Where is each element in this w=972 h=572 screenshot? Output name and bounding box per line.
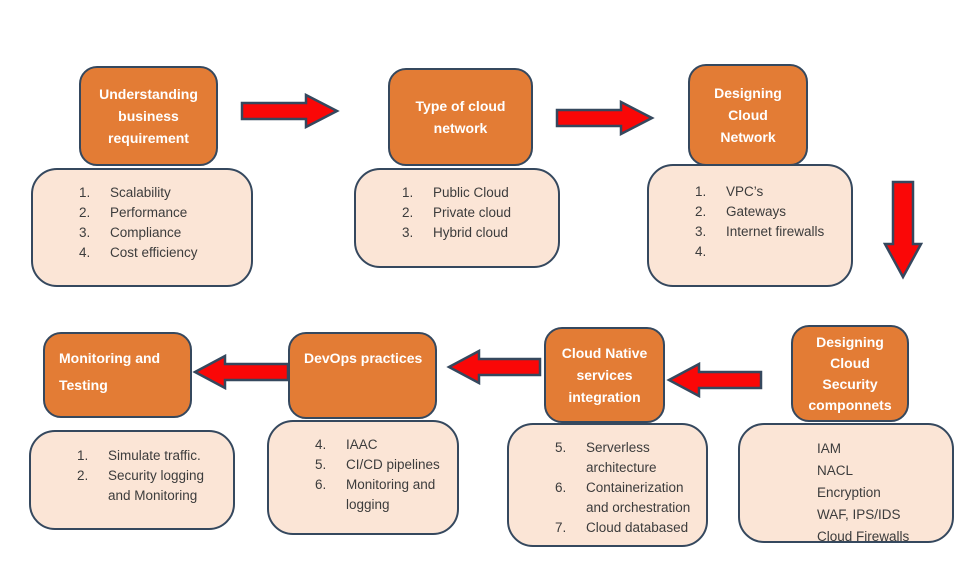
- step3-title-box: Designing Cloud Network: [688, 64, 808, 166]
- list-item: 2. Performance: [79, 203, 243, 223]
- list-item-text: Cloud Firewalls: [817, 529, 910, 544]
- step7-list: 1. Simulate traffic. 2. Security logging…: [31, 432, 233, 506]
- list-item-number: 1.: [77, 448, 89, 463]
- list-item-number: 3.: [79, 225, 91, 240]
- step6-title: DevOps practices: [304, 350, 423, 366]
- step7-detail-box: 1. Simulate traffic. 2. Security logging…: [29, 430, 235, 530]
- list-item-number: 4.: [79, 245, 91, 260]
- list-item: 1. Simulate traffic.: [77, 446, 225, 466]
- list-item-text: Compliance: [110, 225, 182, 240]
- list-item-text: [726, 242, 843, 262]
- step5-detail-box: 5. Serverless architecture 6. Containeri…: [507, 423, 708, 547]
- flow-arrow-left-2: [446, 349, 542, 385]
- list-item: 1. Public Cloud: [402, 183, 550, 203]
- list-item-text: Encryption: [817, 485, 881, 500]
- step5-title-box: Cloud Native services integration: [544, 327, 665, 423]
- flow-arrow-left-1: [666, 362, 763, 398]
- step7-title: Monitoring and Testing: [59, 350, 161, 393]
- list-item-text: Cost efficiency: [110, 245, 198, 260]
- list-item: 7. Cloud databased: [555, 518, 698, 538]
- list-item-number: 1.: [695, 184, 707, 199]
- step4-list: IAM NACL Encryption WAF, IPS/IDS Cloud F…: [740, 425, 952, 548]
- step1-list: 1. Scalability 2. Performance 3. Complia…: [33, 170, 251, 263]
- list-item: 5. CI/CD pipelines: [315, 455, 449, 475]
- list-item-number: 2.: [77, 468, 89, 483]
- step2-title: Type of cloud network: [415, 98, 506, 136]
- step1-title-box: Understanding business requirement: [79, 66, 218, 166]
- list-item-number: 5.: [555, 440, 567, 455]
- step6-list: 4. IAAC 5. CI/CD pipelines 6. Monitoring…: [269, 422, 457, 515]
- list-item-text: Performance: [110, 205, 188, 220]
- flow-arrow-right-1: [240, 93, 340, 129]
- list-item-text: Scalability: [110, 185, 171, 200]
- flow-arrow-right-2: [555, 100, 655, 136]
- list-item-number: 3.: [695, 224, 707, 239]
- step3-title: Designing Cloud Network: [714, 85, 782, 145]
- list-item: 6. Containerization and orchestration: [555, 478, 698, 518]
- list-item: 4.: [695, 242, 843, 262]
- list-item-number: 5.: [315, 457, 327, 472]
- step4-detail-box: IAM NACL Encryption WAF, IPS/IDS Cloud F…: [738, 423, 954, 544]
- list-item: 4. Cost efficiency: [79, 243, 243, 263]
- list-item-text: Containerization and orchestration: [586, 480, 691, 515]
- list-item-number: 4.: [315, 437, 327, 452]
- list-item-text: IAAC: [346, 437, 378, 452]
- list-item: 5. Serverless architecture: [555, 438, 698, 478]
- list-item: 6. Monitoring and logging: [315, 475, 449, 515]
- step1-title: Understanding business requirement: [99, 86, 198, 146]
- list-item: 3. Internet firewalls: [695, 222, 843, 242]
- list-item-text: Serverless architecture: [586, 440, 657, 475]
- step4-title-box: Designing Cloud Security componnets: [791, 325, 909, 422]
- step3-list: 1. VPC’s 2. Gateways 3. Internet firewal…: [649, 166, 851, 262]
- step6-title-box: DevOps practices: [288, 332, 437, 419]
- list-item-text: Internet firewalls: [726, 224, 825, 239]
- step1-detail-box: 1. Scalability 2. Performance 3. Complia…: [31, 168, 253, 287]
- list-item-text: Security logging and Monitoring: [108, 468, 205, 503]
- list-item-number: 4.: [695, 244, 707, 259]
- list-item: 3. Compliance: [79, 223, 243, 243]
- list-item-number: 6.: [555, 480, 567, 495]
- list-item: 2. Private cloud: [402, 203, 550, 223]
- list-item-text: CI/CD pipelines: [346, 457, 440, 472]
- list-item-text: VPC’s: [726, 184, 764, 199]
- list-item-text: NACL: [817, 463, 854, 478]
- list-item-number: 3.: [402, 225, 414, 240]
- step6-detail-box: 4. IAAC 5. CI/CD pipelines 6. Monitoring…: [267, 420, 459, 535]
- list-item-text: Monitoring and logging: [346, 477, 436, 512]
- list-item: 1. VPC’s: [695, 182, 843, 202]
- list-item-text: Private cloud: [433, 205, 512, 220]
- step2-list: 1. Public Cloud 2. Private cloud 3. Hybr…: [356, 170, 558, 243]
- step4-title: Designing Cloud Security componnets: [808, 333, 892, 413]
- list-item: 1. Scalability: [79, 183, 243, 203]
- list-item: 3. Hybrid cloud: [402, 223, 550, 243]
- list-item-text: Cloud databased: [586, 520, 689, 535]
- list-item-text: Simulate traffic.: [108, 448, 201, 463]
- flow-arrow-left-3: [192, 354, 290, 390]
- list-item-number: 1.: [402, 185, 414, 200]
- step2-title-box: Type of cloud network: [388, 68, 533, 166]
- step5-title: Cloud Native services integration: [561, 345, 648, 405]
- list-item-number: 7.: [555, 520, 567, 535]
- list-item: 2. Security logging and Monitoring: [77, 466, 225, 506]
- list-item: 2. Gateways: [695, 202, 843, 222]
- list-item-number: 1.: [79, 185, 91, 200]
- step3-detail-box: 1. VPC’s 2. Gateways 3. Internet firewal…: [647, 164, 853, 287]
- list-item: 4. IAAC: [315, 435, 449, 455]
- list-item-text: Public Cloud: [433, 185, 509, 200]
- list-item-number: 2.: [695, 204, 707, 219]
- list-item-number: 2.: [79, 205, 91, 220]
- flow-arrow-down: [883, 180, 923, 280]
- step7-title-box: Monitoring and Testing: [43, 332, 192, 418]
- list-item-text: IAM: [817, 441, 842, 456]
- list-item-number: 6.: [315, 477, 327, 492]
- list-item-number: 2.: [402, 205, 414, 220]
- step5-list: 5. Serverless architecture 6. Containeri…: [509, 425, 706, 538]
- list-item-text: Gateways: [726, 204, 787, 219]
- step2-detail-box: 1. Public Cloud 2. Private cloud 3. Hybr…: [354, 168, 560, 268]
- list-item-text: Hybrid cloud: [433, 225, 509, 240]
- list-item-text: WAF, IPS/IDS: [817, 507, 901, 522]
